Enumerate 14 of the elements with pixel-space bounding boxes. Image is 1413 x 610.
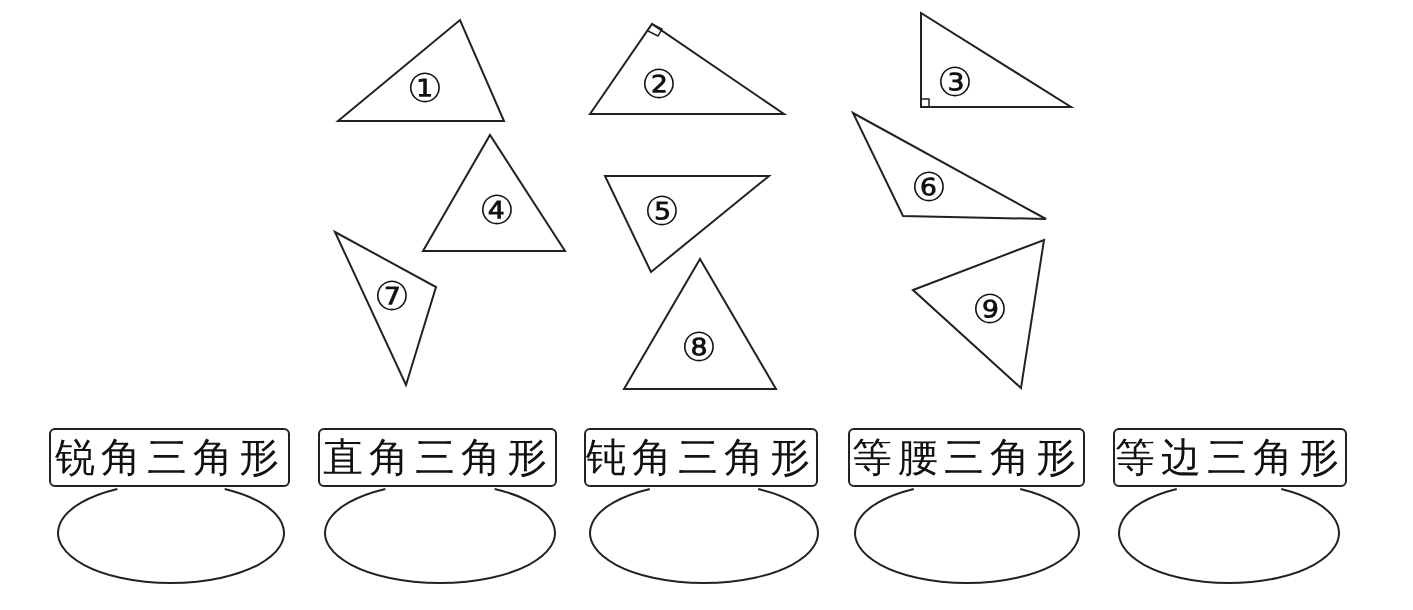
triangle-number: ④ xyxy=(479,190,515,230)
triangle-number: ⑨ xyxy=(972,289,1008,329)
triangle-number: ⑤ xyxy=(644,191,680,231)
triangle-number: ⑥ xyxy=(911,167,947,207)
category-label: 等腰三角形 xyxy=(848,428,1085,487)
triangle-number: ⑧ xyxy=(681,327,717,367)
triangle-number: ② xyxy=(641,64,677,104)
category-label: 钝角三角形 xyxy=(584,428,818,487)
category-label: 等边三角形 xyxy=(1113,428,1347,487)
triangle-number: ③ xyxy=(937,62,973,102)
triangle-number: ① xyxy=(407,68,443,108)
category-label: 锐角三角形 xyxy=(49,428,290,487)
triangle-number: ⑦ xyxy=(374,276,410,316)
category-label: 直角三角形 xyxy=(318,428,557,487)
